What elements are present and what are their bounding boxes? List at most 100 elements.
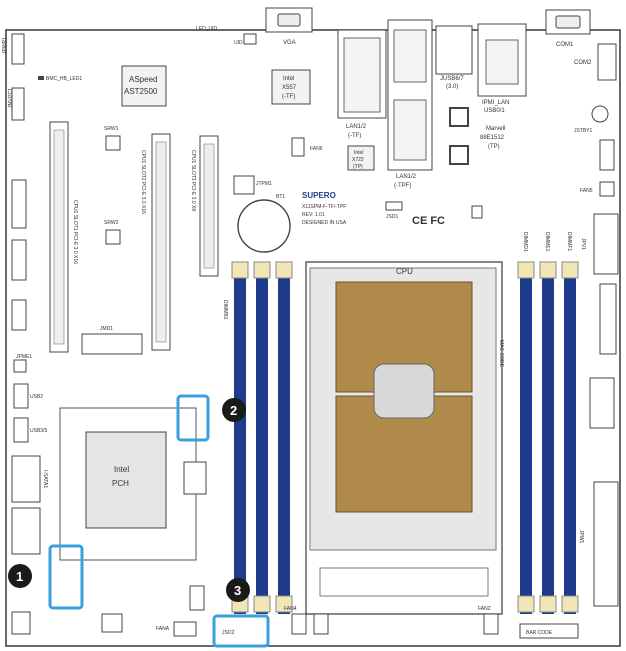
svg-text:CPU1 SLOT1 PCI-E 3.0 X16: CPU1 SLOT1 PCI-E 3.0 X16: [72, 200, 78, 264]
svg-text:I-SATA1: I-SATA1: [42, 470, 48, 488]
com1-port: COM1: [545, 9, 591, 48]
ssata-header: [189, 585, 205, 611]
pch-shield: Intel PCH: [59, 407, 197, 561]
lan-stack-tf: LAN1/2 (-TF): [337, 29, 387, 139]
svg-text:JSTBY1: JSTBY1: [574, 128, 593, 134]
svg-text:MAC CODE: MAC CODE: [498, 340, 504, 368]
dimm-slot: [542, 262, 554, 614]
svg-text:JMD1: JMD1: [100, 326, 113, 332]
svg-text:DIMMF1: DIMMF1: [566, 232, 572, 251]
svg-text:Marvell: Marvell: [486, 126, 505, 132]
dimm-left-group: DIMMB1: [222, 261, 293, 614]
sata-ports: I-SATA1: [11, 455, 48, 555]
jpg1-jumper: [589, 377, 615, 429]
com2-header: COM2: [574, 43, 617, 81]
svg-text:JUSB6/7: JUSB6/7: [440, 76, 464, 82]
svg-text:CPU: CPU: [396, 267, 413, 276]
svg-text:(-TF): (-TF): [348, 133, 361, 139]
svg-text:DIMMB1: DIMMB1: [222, 300, 228, 320]
highlight-box-1: [48, 544, 84, 610]
jipmb1-header: [183, 461, 207, 495]
svg-text:(-TPF): (-TPF): [394, 183, 411, 189]
brand-block: SUPERO X11SPM-F-TF/-TPF REV: 1.01 DESIGN…: [302, 191, 445, 227]
dimm-slot: [520, 262, 532, 614]
svg-text:BAR CODE: BAR CODE: [526, 630, 553, 636]
svg-text:Intel: Intel: [114, 465, 129, 474]
svg-text:(TP): (TP): [353, 164, 363, 170]
svg-text:LAN1/2: LAN1/2: [396, 174, 417, 180]
svg-text:JTPM1: JTPM1: [256, 181, 272, 187]
callout-2: 2: [222, 398, 246, 422]
vga-port: VGA: [265, 7, 313, 46]
pcie-slot2: CPU1 SLOT2 PCI-E 3.0 X16: [140, 133, 171, 351]
svg-text:PCH: PCH: [112, 479, 129, 488]
jnvi2c1-header: JNVI2C1: [8, 87, 25, 121]
left-headers: [11, 179, 27, 331]
svg-text:(3.0): (3.0): [446, 84, 458, 90]
pcie-slot3: CPU1 SLOT3 PCI-E 3.0 X8: [190, 135, 219, 277]
svg-text:DESIGNED IN USA: DESIGNED IN USA: [302, 220, 347, 226]
svg-text:USB0/1: USB0/1: [484, 108, 505, 114]
dimm-slot: [564, 262, 576, 614]
svg-text:USB2: USB2: [30, 394, 43, 400]
svg-text:CPU1 SLOT2 PCI-E 3.0 X16: CPU1 SLOT2 PCI-E 3.0 X16: [140, 150, 146, 214]
jtpm1-header: JTPM1: [233, 175, 272, 195]
usb2-header: USB2: [13, 383, 43, 409]
svg-text:CE FC: CE FC: [412, 215, 445, 227]
svg-text:SUPERO: SUPERO: [302, 191, 336, 200]
svg-text:FAN6: FAN6: [310, 146, 323, 152]
ipmi-lan-port: IPMI_LAN USB0/1: [477, 23, 527, 114]
svg-text:2: 2: [230, 403, 237, 418]
svg-text:SRW2: SRW2: [104, 220, 119, 226]
svg-text:FAN2: FAN2: [478, 606, 491, 612]
fan5-header: FAN5: [580, 181, 615, 197]
svg-text:REV: 1.01: REV: 1.01: [302, 212, 325, 218]
lan-stack-tpf: LAN1/2 (-TPF): [387, 19, 433, 189]
jpwr1-connector: JPWR1: [2, 33, 25, 65]
bmc-hb-led: BMC_HB_LED1: [38, 76, 82, 82]
svg-text:VGA: VGA: [283, 40, 296, 46]
svg-text:DIMME1: DIMME1: [544, 232, 550, 252]
svg-text:JNVI2C1: JNVI2C1: [8, 88, 14, 108]
jf1-header: [599, 283, 617, 355]
fan6-header: FAN6: [291, 137, 323, 157]
svg-text:UID: UID: [234, 40, 243, 46]
uid-button: UID LED_UID: [196, 26, 257, 46]
dimm-right-group: DIMMD1 DIMME1 DIMMF1: [517, 232, 579, 614]
svg-text:USB3/5: USB3/5: [30, 428, 47, 434]
svg-text:DIMMD1: DIMMD1: [522, 232, 528, 252]
svg-text:BMC_HB_LED1: BMC_HB_LED1: [46, 76, 82, 82]
svg-text:COM1: COM1: [556, 42, 574, 48]
svg-text:JSD1: JSD1: [386, 214, 398, 220]
usb6-7-port: JUSB6/7 (3.0): [435, 25, 473, 90]
jstby1-header: JSTBY1: [574, 105, 609, 134]
svg-text:X11SPM-F-TF/-TPF: X11SPM-F-TF/-TPF: [302, 204, 346, 210]
jpwr2-connector: JPW1: [578, 481, 619, 607]
jpv1-connector: JPV1: [580, 213, 619, 275]
svg-text:(-TF): (-TF): [282, 94, 295, 100]
bt1-battery: BT1: [237, 194, 291, 253]
highlight-box-2: [176, 394, 210, 442]
srw2-standoff: SRW2: [104, 220, 121, 245]
usb3-5-header: USB3/5: [13, 417, 47, 443]
svg-text:JPW1: JPW1: [578, 530, 584, 544]
svg-text:1: 1: [16, 569, 23, 584]
svg-text:FAN5: FAN5: [580, 188, 593, 194]
svg-text:IPMI_LAN: IPMI_LAN: [482, 100, 509, 106]
svg-text:JPV1: JPV1: [580, 238, 586, 250]
intel-x557-chip: Intel X557 (-TF): [271, 69, 311, 105]
svg-text:JPWR1: JPWR1: [2, 37, 8, 54]
cpu-socket: CPU MAC CODE: [305, 261, 504, 615]
svg-text:Intel: Intel: [283, 76, 294, 82]
pcie-slot1: CPU1 SLOT1 PCI-E 3.0 X16: [49, 121, 78, 353]
svg-text:FAN4: FAN4: [284, 606, 297, 612]
svg-text:BT1: BT1: [276, 194, 285, 200]
callout-1: 1: [8, 564, 32, 588]
marvell-chip: Marvell 88E1512 (TP): [449, 107, 505, 165]
fan-headers-bottom: FANA FAN4 FAN2: [11, 606, 499, 637]
jpi2c1-header: [599, 139, 615, 171]
svg-text:AST2500: AST2500: [124, 87, 158, 96]
dimm-slot: [256, 262, 268, 614]
jsd1-header: JSD1: [385, 201, 403, 220]
jl1-jumper: [471, 205, 483, 219]
